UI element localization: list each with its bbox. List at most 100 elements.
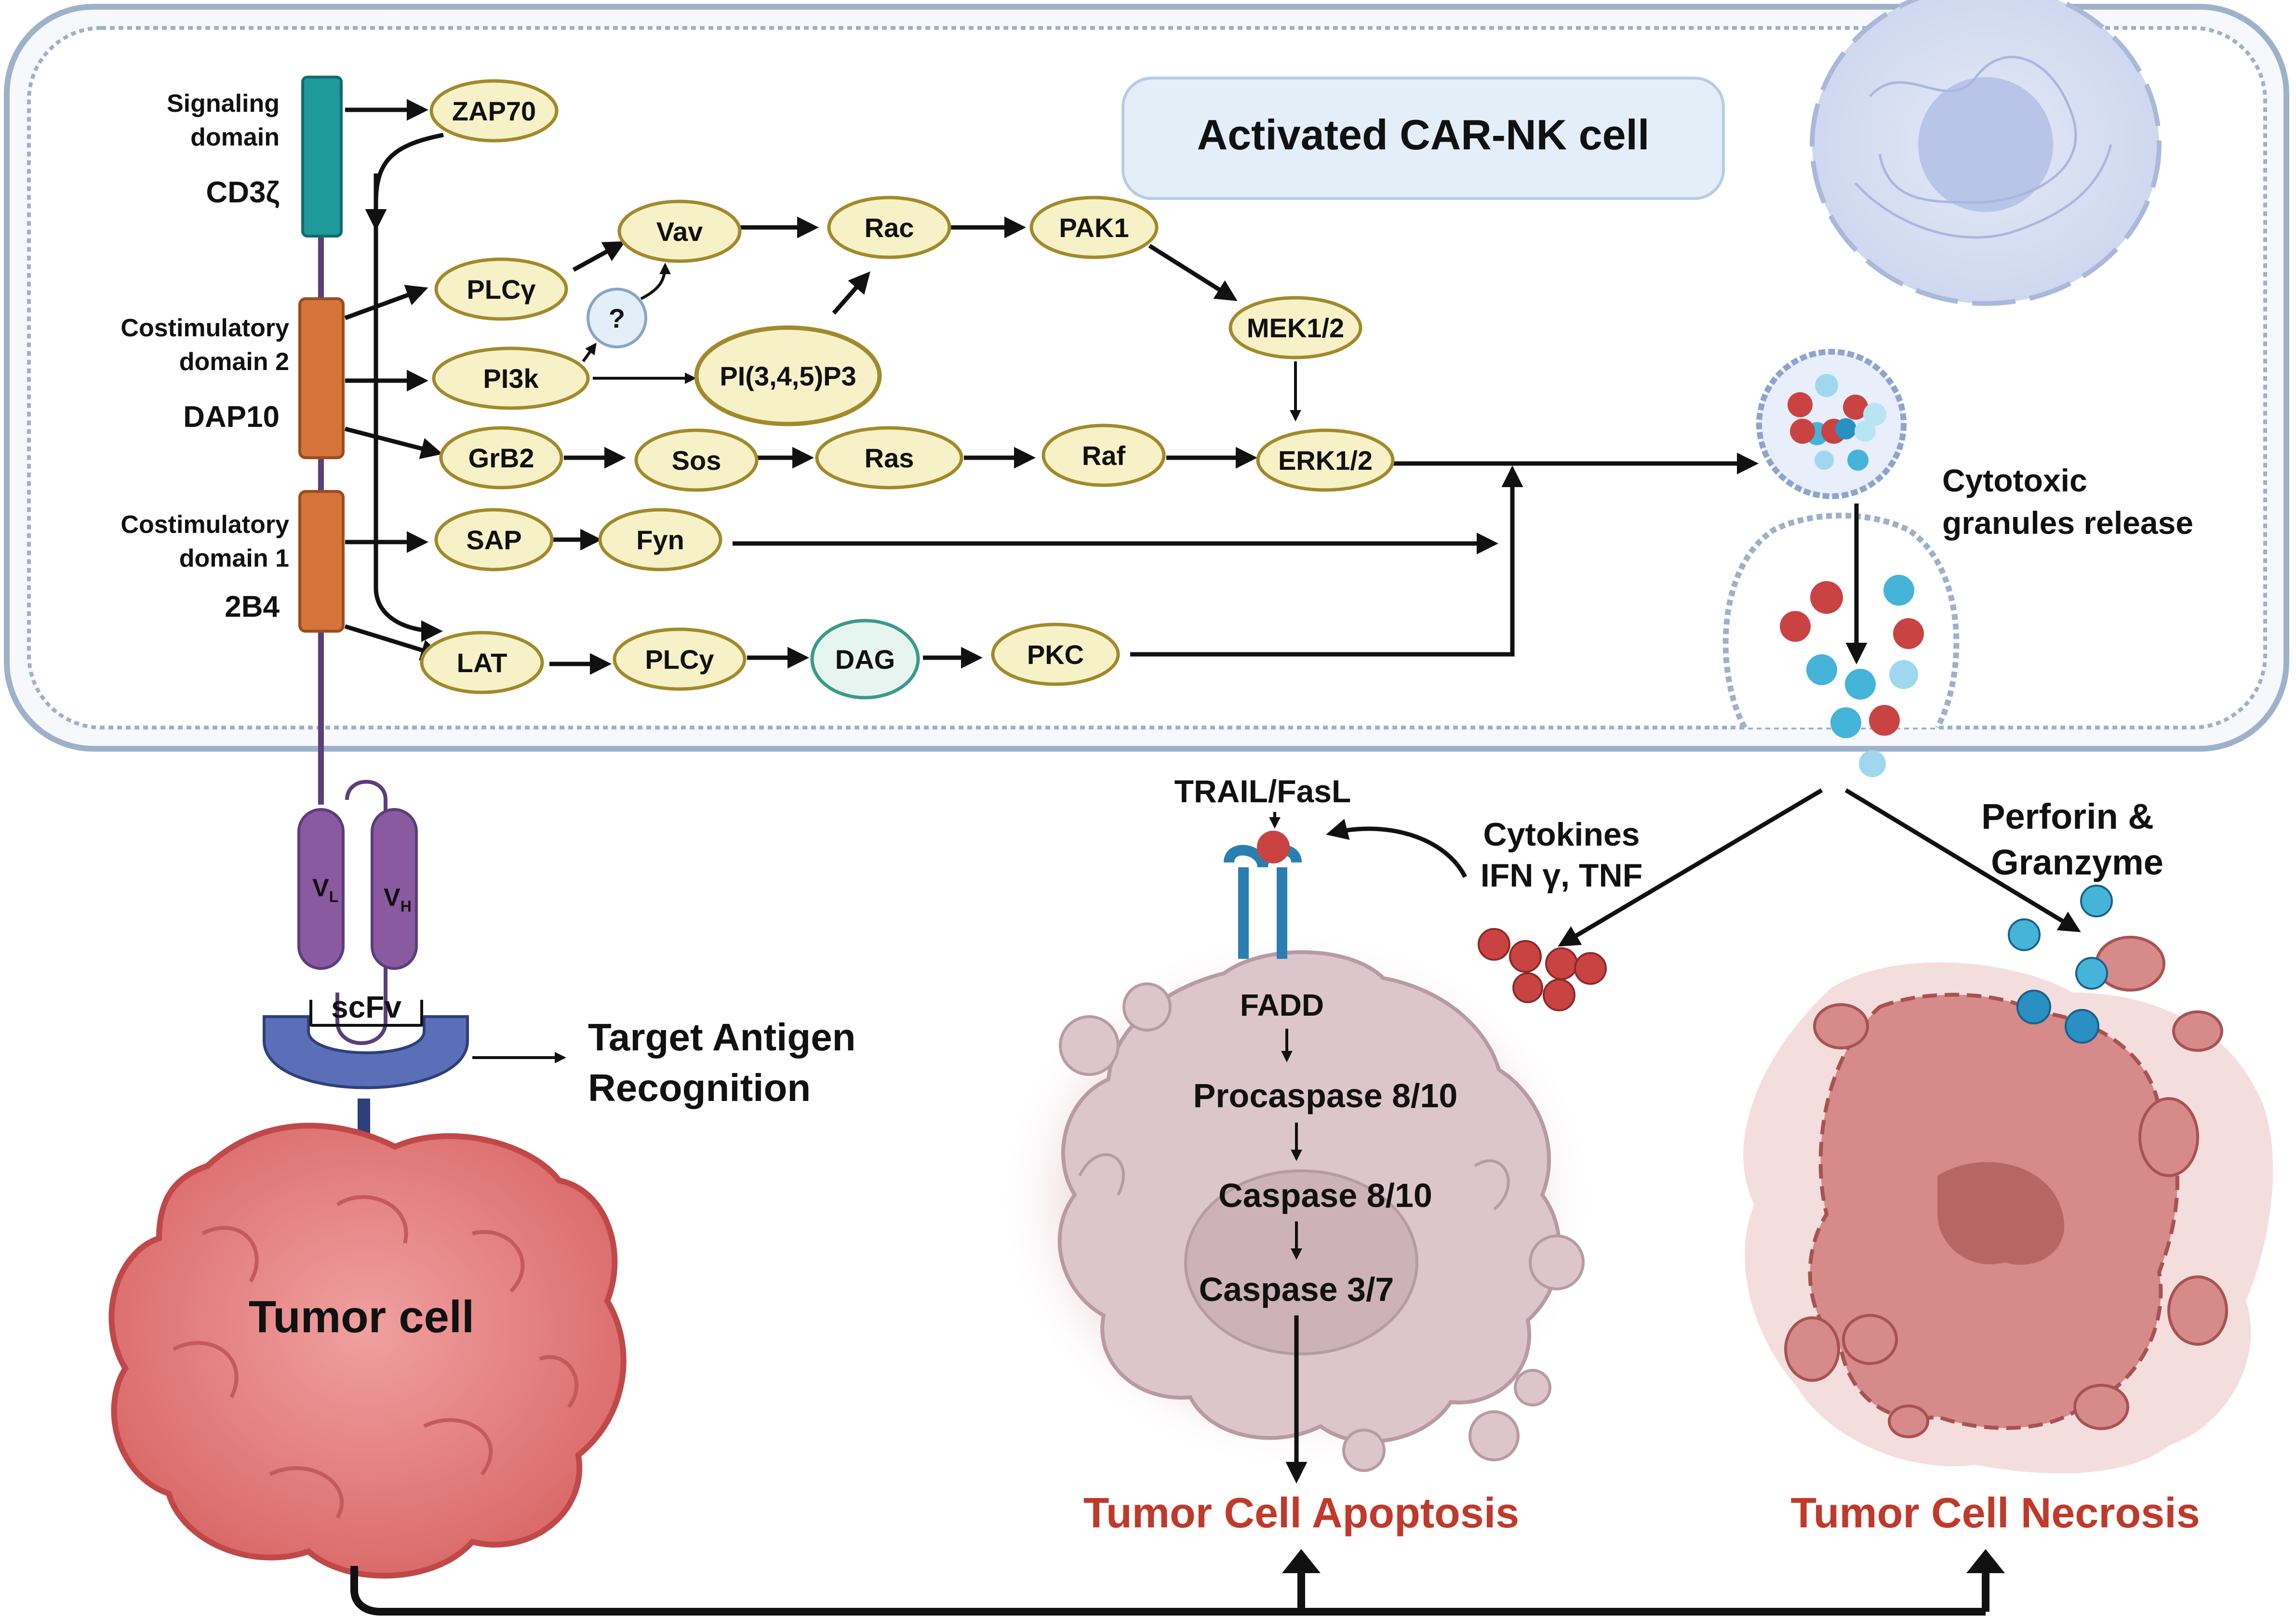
node-question: ? — [587, 288, 647, 348]
svg-text:DAG: DAG — [835, 644, 895, 675]
car-receptor: VL VH scFv — [263, 76, 469, 1137]
node-ras: Ras — [815, 426, 963, 490]
nk-nucleus — [1810, 0, 2162, 306]
step-caspase37: Caspase 3/7 — [1199, 1271, 1394, 1308]
synapse-invagination — [1722, 504, 1960, 777]
svg-text:PLCγ: PLCγ — [467, 274, 535, 305]
death-receptor — [1224, 831, 1302, 959]
svg-text:Recognition: Recognition — [588, 1066, 811, 1109]
node-plcg: PLCγ — [434, 257, 568, 321]
node-pip3: PI(3,4,5)P3 — [694, 325, 882, 426]
svg-text:Granzyme: Granzyme — [1991, 842, 2163, 882]
antigen-cup — [263, 1015, 469, 1089]
vl-domain — [297, 808, 345, 970]
granule-vesicle — [1756, 349, 1907, 499]
node-lat: LAT — [420, 631, 544, 694]
svg-text:ERK1/2: ERK1/2 — [1278, 445, 1373, 476]
2b4-domain — [298, 490, 345, 633]
svg-text:Costimulatory: Costimulatory — [120, 511, 289, 539]
costim1-label-2: domain 1 — [179, 544, 289, 572]
svg-text:Perforin &: Perforin & — [1981, 796, 2154, 836]
dap10-label: DAP10 — [183, 400, 280, 434]
svg-text:VL: VL — [312, 874, 338, 905]
node-erk: ERK1/2 — [1256, 428, 1395, 492]
title-box: Activated CAR-NK cell — [1121, 77, 1725, 200]
node-vav: Vav — [617, 199, 742, 263]
svg-text:Costimulatory: Costimulatory — [120, 314, 289, 342]
svg-text:Raf: Raf — [1082, 440, 1126, 471]
svg-text:SAP: SAP — [466, 525, 521, 555]
signaling-label-2: domain — [190, 123, 280, 151]
node-grb2: GrB2 — [439, 426, 563, 490]
svg-text:Rac: Rac — [865, 212, 914, 243]
cytokines-label-2: IFN γ, TNF — [1481, 857, 1642, 894]
node-fyn: Fyn — [598, 508, 722, 571]
svg-text:PKC: PKC — [1027, 639, 1084, 670]
vh-domain — [371, 808, 418, 970]
step-procaspase: Procaspase 8/10 — [1193, 1077, 1458, 1114]
node-plcy: PLCy — [613, 627, 747, 691]
svg-text:Vav: Vav — [656, 216, 703, 247]
svg-text:Cytotoxic: Cytotoxic — [1942, 463, 2087, 498]
svg-text:IFN γ, TNF: IFN γ, TNF — [1481, 857, 1642, 894]
2b4-label: 2B4 — [225, 590, 280, 623]
signaling-label-1: Signaling — [167, 90, 280, 118]
svg-text:MEK1/2: MEK1/2 — [1247, 313, 1344, 343]
svg-text:PAK1: PAK1 — [1059, 212, 1129, 243]
vh-text: V — [384, 884, 400, 912]
granules-label-1: Cytotoxic — [1942, 463, 2087, 498]
node-rac: Rac — [827, 196, 951, 259]
svg-text:Target Antigen: Target Antigen — [588, 1016, 856, 1059]
node-pkc: PKC — [991, 623, 1120, 686]
node-raf: Raf — [1041, 424, 1166, 487]
svg-text:granules release: granules release — [1942, 505, 2193, 541]
perforin-label-2: Granzyme — [1991, 842, 2163, 882]
svg-text:domain 2: domain 2 — [179, 348, 289, 376]
node-mek: MEK1/2 — [1228, 296, 1362, 359]
node-sos: Sos — [634, 428, 759, 492]
scfv-text: scFv — [331, 990, 401, 1024]
tumor-cell — [108, 1123, 627, 1579]
node-pi3k: PI3k — [432, 346, 590, 410]
granules-label-2: granules release — [1942, 505, 2193, 541]
svg-text:Ras: Ras — [865, 443, 914, 473]
vh-sub: H — [400, 898, 412, 915]
dap10-domain — [298, 297, 345, 459]
vl-text: V — [312, 874, 329, 902]
cd3z-label: CD3ζ — [206, 176, 280, 209]
outcome-necrosis: Tumor Cell Necrosis — [1790, 1489, 2200, 1537]
target-label-1: Target Antigen — [588, 1016, 856, 1059]
node-dag: DAG — [810, 619, 920, 700]
svg-text:PI(3,4,5)P3: PI(3,4,5)P3 — [720, 361, 856, 391]
node-zap70: ZAP70 — [429, 79, 559, 143]
svg-text:PLCy: PLCy — [645, 644, 714, 675]
svg-text:?: ? — [609, 303, 625, 333]
target-label-2: Recognition — [588, 1066, 811, 1109]
svg-text:domain 1: domain 1 — [179, 544, 289, 572]
title-text: Activated CAR-NK cell — [1197, 111, 1650, 159]
svg-text:VH: VH — [384, 884, 412, 915]
vl-sub: L — [329, 888, 339, 905]
trail-label: TRAIL/FasL — [1175, 773, 1351, 809]
perforin-label-1: Perforin & — [1981, 796, 2154, 836]
svg-text:ZAP70: ZAP70 — [452, 96, 536, 126]
signaling-arrows — [344, 99, 1759, 675]
bottom-connector — [350, 1549, 2005, 1616]
tumor-label: Tumor cell — [249, 1291, 474, 1342]
svg-text:Signaling: Signaling — [167, 90, 280, 118]
step-fadd: FADD — [1240, 988, 1324, 1022]
outcome-apoptosis: Tumor Cell Apoptosis — [1083, 1489, 1519, 1537]
costim2-label-2: domain 2 — [179, 348, 289, 376]
step-caspase810: Caspase 8/10 — [1218, 1177, 1432, 1214]
nk-cell-membrane — [4, 4, 2289, 752]
svg-text:GrB2: GrB2 — [468, 443, 534, 473]
svg-text:Fyn: Fyn — [636, 525, 684, 555]
node-pak1: PAK1 — [1029, 196, 1159, 259]
svg-text:domain: domain — [190, 123, 280, 151]
cytokines-label-1: Cytokines — [1483, 816, 1640, 853]
cytokine-dots — [1478, 928, 1607, 1011]
svg-text:Sos: Sos — [672, 445, 721, 476]
node-sap: SAP — [434, 508, 554, 571]
necrotic-cell — [1743, 885, 2273, 1473]
